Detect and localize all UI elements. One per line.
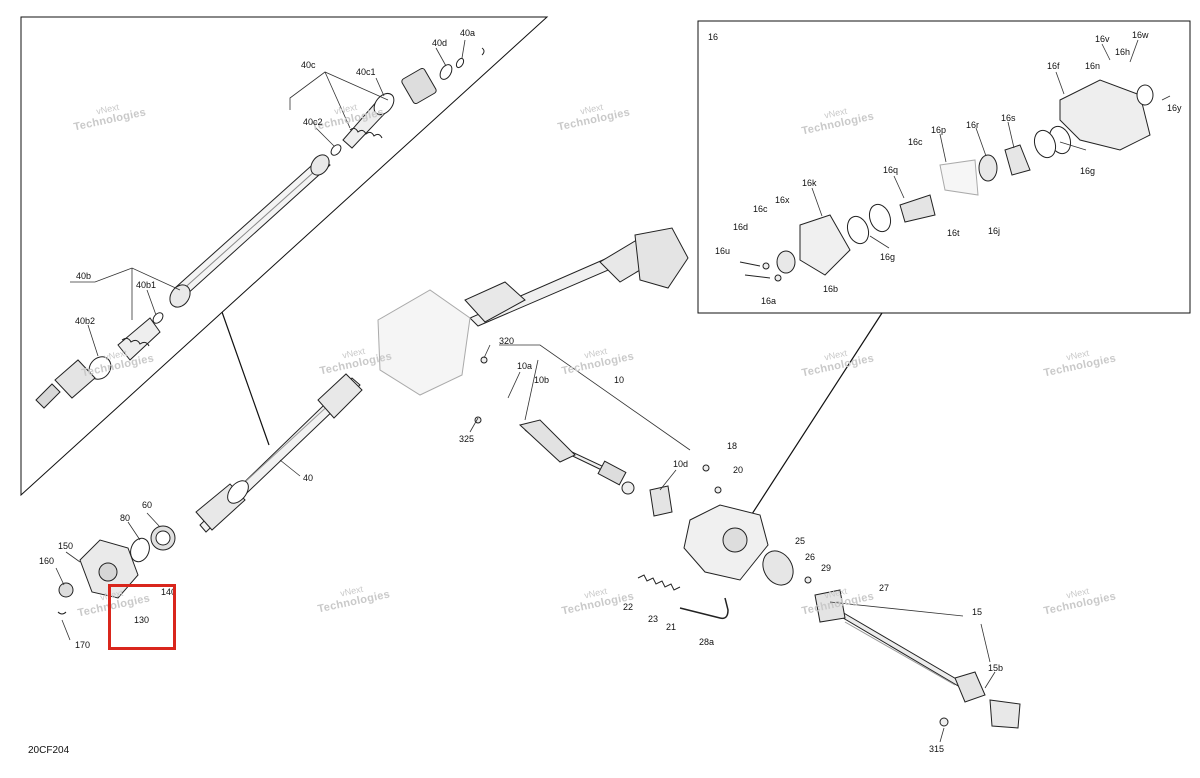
callout-16h: 16h — [1115, 47, 1131, 57]
callout-16t: 16t — [947, 228, 960, 238]
callout-16r: 16r — [966, 120, 980, 130]
callout-140: 140 — [161, 587, 177, 597]
callout-130: 130 — [134, 615, 150, 625]
callout-40b2: 40b2 — [75, 316, 96, 326]
callout-40c: 40c — [301, 60, 316, 70]
callout-20: 20 — [733, 465, 744, 475]
callout-leader-lines — [70, 39, 466, 357]
callout-16b: 16b — [823, 284, 839, 294]
callout-16k: 16k — [802, 178, 817, 188]
callout-16g: 16g — [1080, 166, 1096, 176]
callout-16p: 16p — [931, 125, 947, 135]
callout-160: 160 — [39, 556, 55, 566]
callout-28a: 28a — [699, 637, 715, 647]
callout-16c: 16c — [908, 137, 923, 147]
callout-16s: 16s — [1001, 113, 1016, 123]
callout-10d: 10d — [673, 459, 689, 469]
callout-40a: 40a — [460, 28, 476, 38]
callout-40b1: 40b1 — [136, 280, 157, 290]
callout-leader-lines — [811, 39, 1171, 249]
drawing-code: 20CF204 — [28, 745, 70, 756]
callout-16g-lower: 16g — [880, 252, 896, 262]
callout-16u: 16u — [715, 246, 731, 256]
callout-315: 315 — [929, 744, 945, 754]
callout-26: 26 — [805, 552, 816, 562]
inset-label: 16 — [708, 32, 719, 42]
callout-80: 80 — [120, 513, 131, 523]
callout-16y: 16y — [1167, 103, 1182, 113]
callout-16d: 16d — [733, 222, 749, 232]
callout-40: 40 — [303, 473, 314, 483]
callout-325: 325 — [459, 434, 475, 444]
highlight-box-part-130 — [108, 584, 176, 650]
callout-40d: 40d — [432, 38, 448, 48]
callout-15b: 15b — [988, 663, 1004, 673]
callout-16f: 16f — [1047, 61, 1060, 71]
callout-10: 10 — [614, 375, 625, 385]
callout-40c1: 40c1 — [356, 67, 376, 77]
callout-16j: 16j — [988, 226, 1001, 236]
main-drive-line — [57, 227, 1021, 729]
callout-16x: 16x — [775, 195, 790, 205]
callout-29: 29 — [821, 563, 832, 573]
inset-connector-line — [221, 311, 270, 446]
shaft-detail-inset-frame — [20, 16, 549, 497]
callout-16w: 16w — [1132, 30, 1149, 40]
callout-40b: 40b — [76, 271, 92, 281]
callout-16n: 16n — [1085, 61, 1101, 71]
inset-connector-line — [751, 312, 883, 515]
callout-170: 170 — [75, 640, 91, 650]
callout-23: 23 — [648, 614, 659, 624]
callout-150: 150 — [58, 541, 74, 551]
callout-60: 60 — [142, 500, 153, 510]
callout-10b: 10b — [534, 375, 550, 385]
callout-10a: 10a — [517, 361, 533, 371]
callout-320: 320 — [499, 336, 515, 346]
callout-27: 27 — [879, 583, 890, 593]
callout-16v: 16v — [1095, 34, 1110, 44]
callout-15: 15 — [972, 607, 983, 617]
callout-21: 21 — [666, 622, 677, 632]
callout-16c-lower: 16c — [753, 204, 768, 214]
callout-16a: 16a — [761, 296, 777, 306]
inset-gearbox-parts — [739, 79, 1154, 282]
callout-18: 18 — [727, 441, 738, 451]
callout-leader-lines — [55, 344, 996, 743]
inset-drive-shaft — [35, 47, 485, 409]
callout-25: 25 — [795, 536, 806, 546]
callout-22: 22 — [623, 602, 634, 612]
callout-16q: 16q — [883, 165, 899, 175]
callout-40c2: 40c2 — [303, 117, 323, 127]
